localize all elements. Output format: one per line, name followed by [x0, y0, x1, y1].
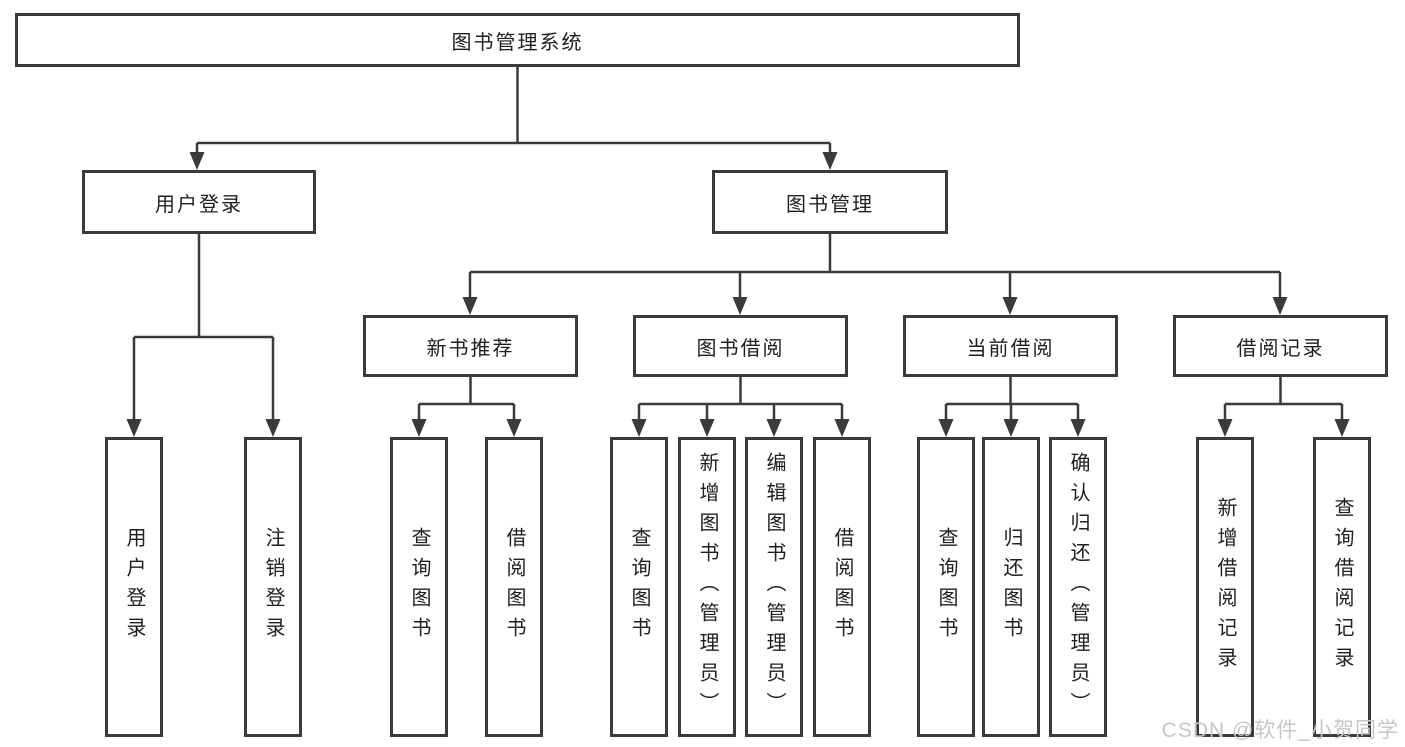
arrowhead: [766, 419, 782, 437]
arrowhead: [411, 419, 427, 437]
leaf-query-books-recommend-label: 查询图书: [408, 527, 430, 647]
arrowhead: [631, 419, 647, 437]
node-current-borrow-label: 当前借阅: [966, 337, 1055, 360]
node-borrow-records: 借阅记录: [1173, 315, 1388, 377]
leaf-logout-label: 注销登录: [262, 527, 284, 647]
arrowhead: [732, 297, 748, 315]
node-user-login-label: 用户登录: [155, 193, 243, 216]
arrowhead: [822, 152, 838, 170]
leaf-add-borrow-record: 新增借阅记录: [1196, 437, 1254, 737]
csdn-watermark: CSDN @软件_小贺同学: [1161, 719, 1399, 742]
leaf-query-books-current-label: 查询图书: [935, 527, 957, 647]
leaf-edit-book-admin: 编辑图书（管理员）: [745, 437, 803, 737]
arrowhead: [506, 419, 522, 437]
arrowhead: [1334, 419, 1350, 437]
connector-user-login: [132, 234, 275, 423]
node-book-borrow-label: 图书借阅: [696, 337, 785, 360]
node-user-login: 用户登录: [82, 170, 316, 234]
leaf-logout: 注销登录: [244, 437, 302, 737]
arrowhead: [1272, 297, 1288, 315]
arrowheads: [126, 152, 1350, 437]
node-borrow-records-label: 借阅记录: [1236, 337, 1325, 360]
leaf-query-books-current: 查询图书: [917, 437, 975, 737]
leaf-query-borrow-record-label: 查询借阅记录: [1331, 497, 1353, 677]
leaf-add-book-admin-label: 新增图书（管理员）: [696, 452, 718, 722]
leaf-user-login-label: 用户登录: [123, 527, 145, 647]
node-root-label: 图书管理系统: [451, 31, 584, 54]
arrowhead: [1070, 419, 1086, 437]
node-new-book-recommend: 新书推荐: [363, 315, 578, 377]
leaf-confirm-return-admin-label: 确认归还（管理员）: [1067, 452, 1089, 722]
node-current-borrow: 当前借阅: [903, 315, 1118, 377]
arrowhead: [1217, 419, 1233, 437]
leaf-add-book-admin: 新增图书（管理员）: [678, 437, 736, 737]
leaf-borrow-books-recommend: 借阅图书: [485, 437, 543, 737]
arrowhead: [1003, 419, 1019, 437]
arrowhead: [834, 419, 850, 437]
arrowhead: [1002, 297, 1018, 315]
node-book-management-label: 图书管理: [786, 193, 874, 216]
leaf-query-books-borrow: 查询图书: [610, 437, 668, 737]
node-book-borrow: 图书借阅: [633, 315, 848, 377]
arrowhead: [462, 297, 478, 315]
connector-root: [195, 67, 832, 156]
leaf-borrow-books-label: 借阅图书: [831, 527, 853, 647]
arrowhead: [265, 419, 281, 437]
leaf-return-book: 归还图书: [982, 437, 1040, 737]
leaf-query-books-recommend: 查询图书: [390, 437, 448, 737]
node-root: 图书管理系统: [15, 13, 1020, 67]
connector-current-borrow: [944, 377, 1080, 423]
connector-borrow-records: [1223, 377, 1344, 423]
leaf-query-borrow-record: 查询借阅记录: [1313, 437, 1371, 737]
leaf-user-login: 用户登录: [105, 437, 163, 737]
node-book-management: 图书管理: [712, 170, 948, 234]
connector-book-management: [468, 234, 1282, 301]
leaf-query-books-borrow-label: 查询图书: [628, 527, 650, 647]
arrowhead: [938, 419, 954, 437]
node-new-book-recommend-label: 新书推荐: [426, 337, 515, 360]
arrowhead: [126, 419, 142, 437]
connector-new-book-recommend: [417, 377, 516, 423]
leaf-borrow-books-recommend-label: 借阅图书: [503, 527, 525, 647]
leaf-return-book-label: 归还图书: [1000, 527, 1022, 647]
leaf-borrow-books: 借阅图书: [813, 437, 871, 737]
arrowhead: [699, 419, 715, 437]
leaf-edit-book-admin-label: 编辑图书（管理员）: [763, 452, 785, 722]
connector-book-borrow: [637, 377, 844, 423]
leaf-confirm-return-admin: 确认归还（管理员）: [1049, 437, 1107, 737]
leaf-add-borrow-record-label: 新增借阅记录: [1214, 497, 1236, 677]
arrowhead: [189, 152, 205, 170]
